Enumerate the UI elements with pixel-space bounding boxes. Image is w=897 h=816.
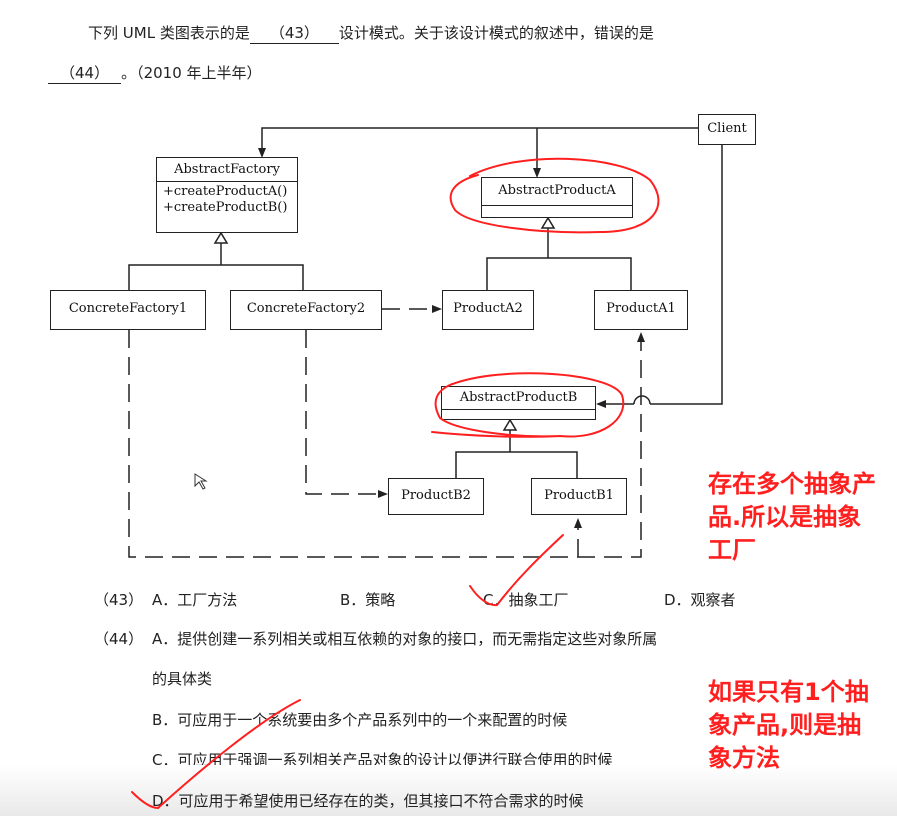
blank-44: （44） — [48, 63, 122, 84]
question-intro: 下列 UML 类图表示的是 — [88, 24, 250, 42]
q43-option-a: A．工厂方法 — [152, 591, 238, 609]
q44-option-c: C．可应用于强调一系列相关产品对象的设计以便进行联合使用的时候 — [152, 751, 613, 769]
q44-option-a-line2: 的具体类 — [152, 670, 213, 688]
blank-43: （43） — [249, 23, 339, 44]
uml-abstract-factory: AbstractFactory +createProductA() +creat… — [156, 157, 298, 233]
check-mark-43c — [469, 534, 564, 607]
uml-product-b2: ProductB2 — [388, 478, 484, 515]
question-line-1: 下列 UML 类图表示的是（43）设计模式。关于该设计模式的叙述中，错误的是 — [88, 23, 654, 44]
uml-client: Client — [698, 114, 756, 145]
uml-concrete-factory-1: ConcreteFactory1 — [50, 290, 206, 330]
note-factory-method: 如果只有1个抽 象产品,则是抽 象方法 — [708, 678, 869, 772]
uml-product-a2: ProductA2 — [442, 290, 534, 330]
uml-abstract-product-b: AbstractProductB — [441, 386, 596, 420]
uml-concrete-factory-2: ConcreteFactory2 — [230, 290, 382, 330]
question-intro-after: 设计模式。关于该设计模式的叙述中，错误的是 — [338, 24, 654, 42]
q43-option-b: B．策略 — [340, 591, 396, 609]
uml-abstract-product-a: AbstractProductA — [481, 177, 633, 218]
note-abstract-factory: 存在多个抽象产 品.所以是抽象 工厂 — [708, 470, 876, 564]
question-intro-end: 。（2010 年上半年） — [121, 64, 262, 82]
q43-option-d: D．观察者 — [664, 591, 736, 609]
uml-product-a1: ProductA1 — [594, 290, 688, 330]
q44-option-a-line1: A．提供创建一系列相关或相互依赖的对象的接口，而无需指定这些对象所属 — [152, 630, 658, 648]
check-mark-44d — [131, 699, 301, 810]
uml-product-b1: ProductB1 — [531, 478, 627, 515]
cursor-icon — [194, 473, 208, 490]
circle-abstract-product-b — [431, 372, 625, 438]
uml-abstract-factory-methods: +createProductA() +createProductB() — [157, 181, 297, 218]
q44-option-d: D．可应用于希望使用已经存在的类，但其接口不符合需求的时候 — [152, 792, 584, 810]
q43-number: （43） — [94, 591, 144, 609]
q44-number: （44） — [94, 630, 144, 648]
circle-abstract-product-a — [449, 157, 660, 234]
question-line-2: （44）。（2010 年上半年） — [48, 63, 262, 84]
q44-option-b: B．可应用于一个系统要由多个产品系列中的一个来配置的时候 — [152, 711, 568, 729]
